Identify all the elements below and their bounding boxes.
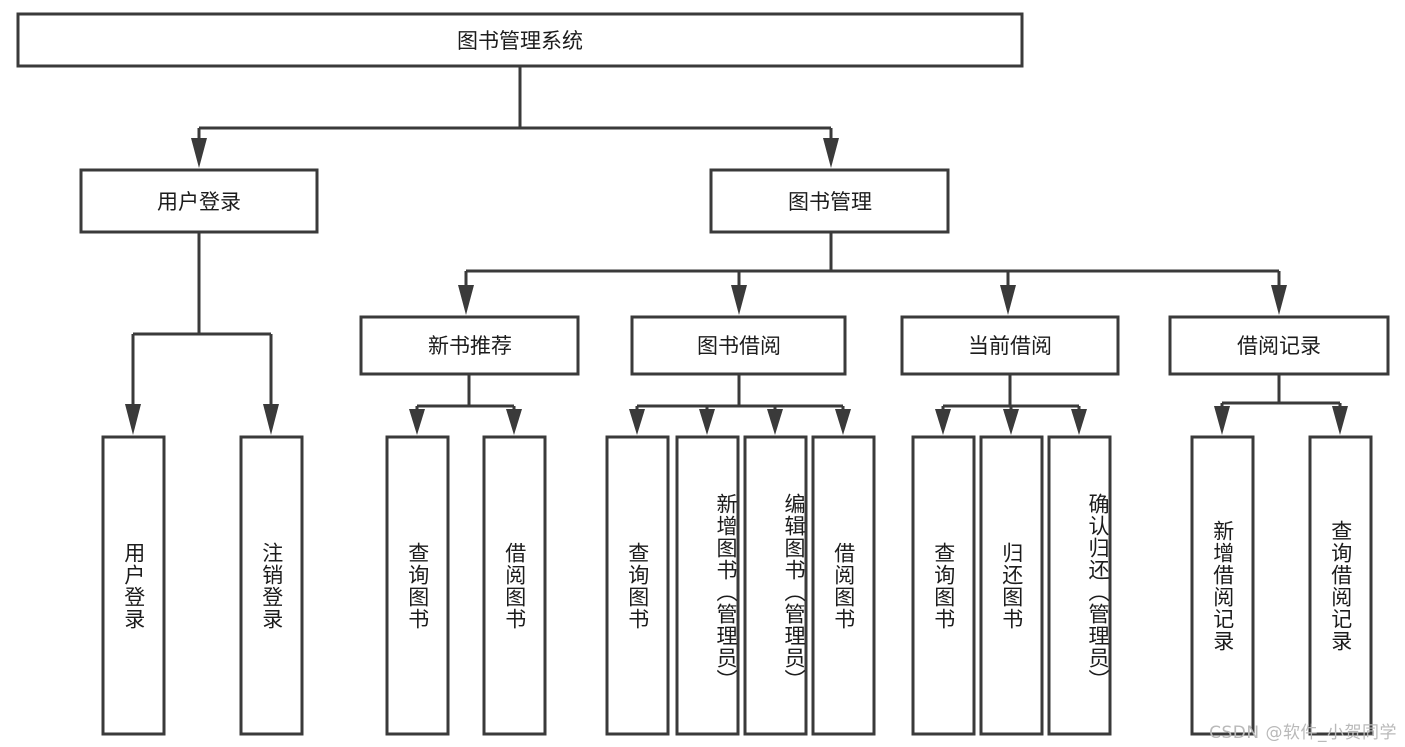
node-book-manage-box[interactable] bbox=[709, 168, 950, 234]
arrow-head-leaf-record-add bbox=[1214, 406, 1230, 435]
arrow-head-leaf-current-query-book bbox=[935, 409, 951, 435]
node-borrow-record-box[interactable] bbox=[1168, 315, 1390, 376]
node-new-book-rec-box[interactable] bbox=[359, 315, 580, 376]
connectors-group bbox=[125, 66, 1348, 435]
node-new-book-rec-label: 新书推荐 bbox=[428, 334, 512, 358]
arrow-head-book-manage bbox=[823, 138, 839, 168]
arrow-head-leaf-rec-query-book bbox=[409, 409, 425, 435]
leaf-user-logout-box[interactable] bbox=[239, 435, 304, 736]
node-book-manage[interactable]: 图书管理 bbox=[709, 168, 950, 234]
node-root-label: 图书管理系统 bbox=[457, 29, 583, 53]
leaf-user-login-box[interactable] bbox=[101, 435, 166, 736]
csdn-watermark: CSDN @软件_小贺同学 bbox=[1209, 723, 1397, 743]
node-borrow-record-label: 借阅记录 bbox=[1237, 334, 1321, 358]
arrow-head-leaf-borrow-add-book bbox=[699, 409, 715, 435]
node-root[interactable]: 图书管理系统 bbox=[16, 12, 1024, 68]
leaf-record-add-box[interactable] bbox=[1190, 435, 1255, 736]
leaf-borrow-query-book-box[interactable] bbox=[605, 435, 670, 736]
node-user-login-box[interactable] bbox=[79, 168, 319, 234]
leaf-nodes-group bbox=[101, 435, 1373, 736]
node-book-manage-label: 图书管理 bbox=[788, 190, 872, 214]
node-current-borrow-label: 当前借阅 bbox=[968, 334, 1052, 358]
node-book-borrow[interactable]: 图书借阅 bbox=[630, 315, 847, 376]
node-user-login-label: 用户登录 bbox=[157, 190, 241, 214]
node-new-book-rec[interactable]: 新书推荐 bbox=[359, 315, 580, 376]
arrow-head-leaf-user-login bbox=[125, 404, 141, 435]
leaf-rec-query-book-box[interactable] bbox=[385, 435, 450, 736]
arrow-head-leaf-user-logout bbox=[263, 404, 279, 435]
node-book-borrow-label: 图书借阅 bbox=[697, 334, 781, 358]
leaf-borrow-add-book-box[interactable] bbox=[675, 435, 740, 736]
arrow-head-current-borrow bbox=[1000, 285, 1016, 315]
leaf-rec-borrow-book-box[interactable] bbox=[482, 435, 547, 736]
arrow-head-leaf-record-query bbox=[1332, 406, 1348, 435]
node-borrow-record[interactable]: 借阅记录 bbox=[1168, 315, 1390, 376]
node-current-borrow[interactable]: 当前借阅 bbox=[900, 315, 1120, 376]
arrow-head-user-login bbox=[191, 138, 207, 168]
node-user-login[interactable]: 用户登录 bbox=[79, 168, 319, 234]
arrow-head-leaf-rec-borrow-book bbox=[506, 409, 522, 435]
node-current-borrow-box[interactable] bbox=[900, 315, 1120, 376]
leaf-current-confirm-return-box[interactable] bbox=[1047, 435, 1112, 736]
arrow-head-leaf-borrow-borrow-book bbox=[835, 409, 851, 435]
arrow-head-leaf-borrow-edit-book bbox=[767, 409, 783, 435]
arrow-head-new-book-rec bbox=[458, 285, 474, 315]
leaf-borrow-borrow-book-box[interactable] bbox=[811, 435, 876, 736]
arrow-head-leaf-current-confirm-return bbox=[1071, 409, 1087, 435]
leaf-borrow-edit-book-box[interactable] bbox=[743, 435, 808, 736]
leaf-current-query-book-box[interactable] bbox=[911, 435, 976, 736]
arrow-head-borrow-record bbox=[1271, 285, 1287, 315]
arrow-head-book-borrow bbox=[731, 285, 747, 315]
arrow-head-leaf-borrow-query-book bbox=[629, 409, 645, 435]
node-root-box[interactable] bbox=[16, 12, 1024, 68]
leaf-current-return-book-box[interactable] bbox=[979, 435, 1044, 736]
leaf-record-query-box[interactable] bbox=[1308, 435, 1373, 736]
arrow-head-leaf-current-return-book bbox=[1003, 409, 1019, 435]
node-book-borrow-box[interactable] bbox=[630, 315, 847, 376]
